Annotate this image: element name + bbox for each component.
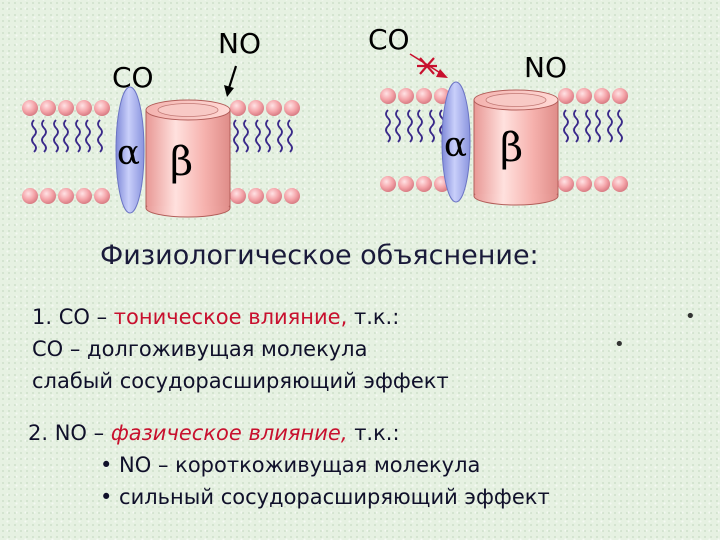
right-channel-assembly: [380, 53, 628, 206]
blocked-co-arrow-icon: [409, 53, 448, 78]
right-alpha-label: α: [444, 125, 467, 165]
left-co-label: CO: [112, 61, 154, 94]
section2-heading-prefix: 2. NO –: [28, 421, 111, 445]
membrane-diagram: [22, 53, 628, 218]
left-beta-label: β: [170, 139, 194, 185]
right-beta-label: β: [500, 125, 524, 171]
section2-heading: 2. NO – фазическое влияние, т.к.:: [28, 421, 400, 445]
right-beta-subunit: [473, 89, 559, 206]
left-channel-assembly: [22, 65, 300, 218]
section-title: Физиологическое объяснение:: [100, 240, 539, 271]
right-co-label: CO: [368, 23, 410, 56]
left-alpha-label: α: [117, 133, 140, 173]
left-alpha-subunit: [115, 86, 145, 214]
left-lipid-heads-bottom: [22, 188, 300, 204]
left-lipid-heads-top: [22, 100, 300, 116]
section1-heading: 1. CO – тоническое влияние, т.к.:: [32, 305, 399, 329]
section2-item-2: • сильный сосудорасширяющий эффект: [100, 485, 550, 509]
section2-heading-emphasis: фазическое влияние,: [110, 421, 348, 445]
stray-bullet-1: •: [685, 306, 696, 327]
right-alpha-subunit: [441, 81, 471, 203]
left-no-label: NO: [218, 27, 261, 60]
section2-item-1: • NO – короткоживущая молекула: [100, 453, 481, 477]
right-lipid-heads-top: [380, 88, 628, 104]
right-lipid-heads-bottom: [380, 176, 628, 192]
left-beta-subunit: [145, 99, 231, 218]
section1-item-2: слабый сосудорасширяющий эффект: [32, 369, 449, 393]
right-no-label: NO: [524, 51, 567, 84]
stray-bullet-2: •: [614, 334, 625, 355]
section2-heading-suffix: т.к.:: [347, 421, 400, 445]
section1-heading-emphasis: тоническое влияние,: [113, 305, 348, 329]
section1-item-1: CO – долгоживущая молекула: [32, 337, 368, 361]
section1-heading-suffix: т.к.:: [347, 305, 400, 329]
section1-heading-prefix: 1. CO –: [32, 305, 114, 329]
left-no-arrow: [224, 65, 238, 97]
